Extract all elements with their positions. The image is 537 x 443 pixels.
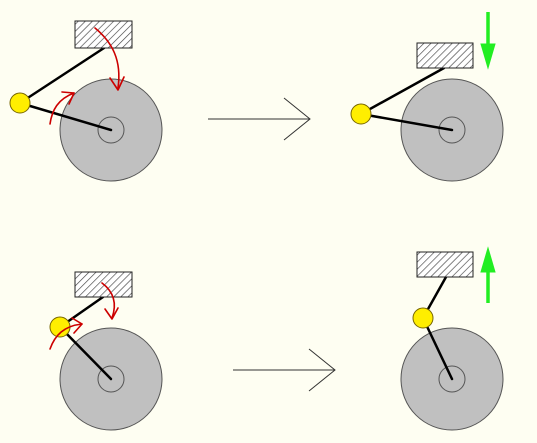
arrowhead-icon (109, 76, 125, 91)
hatched-block (416, 251, 474, 278)
pivot-joint (350, 103, 372, 125)
connecting-link (18, 46, 106, 105)
crank-link (18, 101, 113, 132)
hatched-block (74, 20, 133, 49)
rotation-arrow-icon (101, 282, 116, 319)
arrowhead-icon (61, 91, 75, 105)
connecting-link (359, 66, 446, 116)
transition-arrow-top (208, 97, 311, 141)
rotation-arrow-icon (49, 92, 75, 125)
transition-arrowhead-icon (283, 97, 311, 141)
arrowhead-icon (71, 317, 83, 334)
transition-arrow-bottom (233, 348, 336, 392)
up-arrow-icon (480, 246, 496, 273)
hatched-block (416, 42, 474, 69)
scene-bottom-right (400, 246, 504, 431)
rotation-arrow-icon (49, 323, 83, 350)
crank-link (421, 316, 454, 381)
scene-top-left (9, 20, 163, 182)
arrowhead-icon (104, 307, 119, 320)
down-arrow-icon (480, 43, 496, 70)
rotation-arrow-icon (94, 27, 120, 89)
pivot-joint (412, 307, 434, 329)
transition-arrowhead-icon (308, 348, 336, 392)
scene-bottom-left (49, 271, 163, 431)
crank-link (359, 112, 454, 132)
pivot-joint (9, 92, 31, 114)
crank-link (58, 325, 113, 381)
scene-top-right (350, 12, 504, 182)
